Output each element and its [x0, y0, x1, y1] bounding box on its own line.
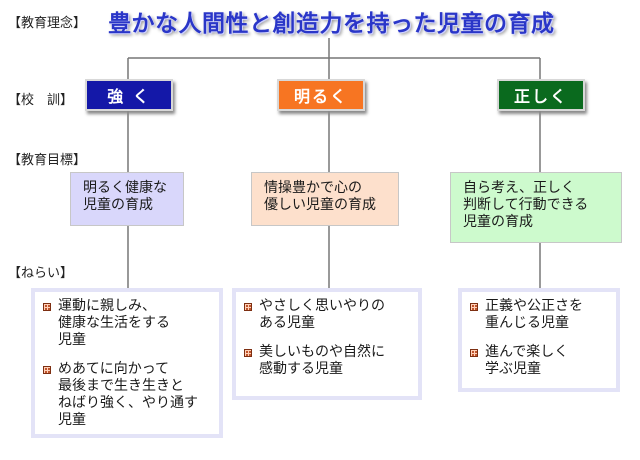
square-bullet-icon — [470, 349, 478, 357]
motto-box-bright: 明るく — [277, 79, 365, 111]
label-motto: 【校 訓】 — [8, 93, 74, 108]
aim-box-center: やさしく思いやりの ある児童 美しいものや自然に 感動する児童 — [232, 288, 422, 400]
aim-box-right: 正義や公正さを 重んじる児童 進んで楽しく 学ぶ児童 — [458, 288, 620, 392]
square-bullet-icon — [43, 366, 51, 374]
square-bullet-icon — [244, 349, 252, 357]
motto-box-right: 正しく — [497, 79, 585, 111]
aim-item: やさしく思いやりの ある児童 — [244, 298, 410, 332]
square-bullet-icon — [43, 303, 51, 311]
aim-text: 正義や公正さを 重んじる児童 — [485, 298, 583, 331]
aim-box-left: 運動に親しみ、 健康な生活をする 児童 めあてに向かって 最後まで生き生きと ね… — [31, 288, 223, 438]
aim-item: 進んで楽しく 学ぶ児童 — [470, 344, 608, 378]
aim-text: 進んで楽しく 学ぶ児童 — [485, 344, 569, 377]
aim-item: 美しいものや自然に 感動する児童 — [244, 344, 410, 378]
aim-item: 運動に親しみ、 健康な生活をする 児童 — [43, 298, 211, 349]
aim-text: 運動に親しみ、 健康な生活をする 児童 — [58, 298, 170, 348]
aim-item: めあてに向かって 最後まで生き生きと ねばり強く、やり通す 児童 — [43, 361, 211, 429]
motto-box-strong: 強 く — [85, 79, 173, 111]
square-bullet-icon — [470, 303, 478, 311]
aim-item: 正義や公正さを 重んじる児童 — [470, 298, 608, 332]
label-aims: 【ねらい】 — [8, 266, 74, 281]
aim-text: 美しいものや自然に 感動する児童 — [259, 344, 385, 377]
philosophy-title: 豊かな人間性と創造力を持った児童の育成 — [108, 11, 555, 37]
goal-box-health: 明るく健康な 児童の育成 — [70, 172, 184, 226]
label-goals: 【教育目標】 — [8, 153, 87, 168]
aim-text: めあてに向かって 最後まで生き生きと ねばり強く、やり通す 児童 — [58, 361, 198, 428]
square-bullet-icon — [244, 303, 252, 311]
goal-box-judgment: 自ら考え、正しく 判断して行動できる 児童の育成 — [450, 172, 622, 243]
aim-text: やさしく思いやりの ある児童 — [259, 298, 385, 331]
goal-box-heart: 情操豊かで心の 優しい児童の育成 — [251, 172, 399, 226]
label-philosophy: 【教育理念】 — [8, 16, 87, 31]
